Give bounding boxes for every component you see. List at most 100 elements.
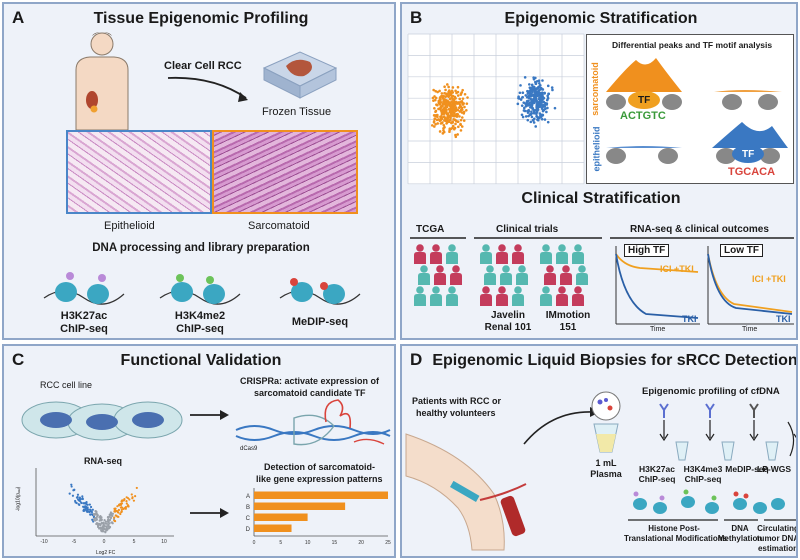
sarcomatoid-point bbox=[444, 103, 448, 107]
sarcomatoid-point bbox=[448, 115, 452, 118]
patients-line1: Patients with RCC or bbox=[412, 396, 502, 406]
sarcomatoid-point bbox=[459, 129, 463, 132]
sarcomatoid-point bbox=[434, 110, 437, 113]
volcano-point bbox=[117, 508, 121, 512]
epithelioid-point bbox=[538, 112, 542, 115]
bar-xtick: 10 bbox=[305, 540, 311, 546]
volcano-xtick: 0 bbox=[103, 539, 106, 545]
epithelioid-point bbox=[527, 96, 531, 100]
epithelioid-label: Epithelioid bbox=[104, 220, 155, 232]
sarcomatoid-point bbox=[452, 118, 456, 121]
epithelioid-point bbox=[546, 94, 549, 98]
epithelioid-point bbox=[551, 88, 554, 92]
step-h3k27ac-line1: H3K27ac bbox=[639, 464, 675, 474]
volcano-point bbox=[110, 521, 113, 524]
volcano-xlabel: Log2 FC bbox=[96, 550, 116, 556]
epithelioid-point bbox=[530, 89, 534, 93]
epithelioid-point bbox=[528, 94, 531, 98]
epithelioid-point bbox=[516, 102, 520, 106]
patient-person-icon bbox=[484, 265, 496, 285]
panel-c-title: Functional Validation bbox=[120, 352, 282, 369]
dcas9-label: dCas9 bbox=[240, 446, 258, 452]
sarcomatoid-point bbox=[442, 100, 445, 103]
epithelioid-point bbox=[537, 79, 541, 83]
epithelioid-point bbox=[539, 84, 542, 87]
epithelioid-point bbox=[529, 86, 533, 90]
bar-xtick: 0 bbox=[253, 540, 256, 546]
time-label-high: Time bbox=[650, 326, 666, 333]
h3k4me2-nucleosome-icon bbox=[159, 274, 241, 305]
volcano-point bbox=[108, 518, 112, 522]
sarcomatoid-point bbox=[454, 122, 457, 126]
sarcomatoid-point bbox=[465, 108, 468, 112]
sarcomatoid-point bbox=[461, 97, 465, 100]
panel-b-title: Epigenomic Stratification bbox=[504, 10, 698, 27]
epithelioid-axis-label: epithelioid bbox=[591, 126, 602, 172]
epithelioid-point bbox=[532, 119, 535, 122]
volcano-point bbox=[97, 525, 100, 529]
time-label-low: Time bbox=[742, 326, 758, 333]
volcano-point bbox=[104, 520, 107, 523]
volcano-point bbox=[103, 519, 106, 522]
volcano-xtick: 5 bbox=[133, 539, 136, 545]
epithelioid-point bbox=[532, 101, 536, 105]
volcano-point bbox=[107, 516, 110, 519]
patient-person-icon bbox=[480, 244, 492, 264]
histone-line2: Translational Modifications bbox=[624, 534, 728, 543]
sarcomatoid-point bbox=[457, 125, 460, 129]
sarcomatoid-point bbox=[433, 125, 436, 128]
cfdna-fragments-graphic bbox=[633, 489, 785, 514]
epithelioid-point bbox=[524, 102, 527, 105]
patient-person-icon bbox=[446, 244, 458, 264]
epithelioid-point bbox=[539, 91, 542, 95]
volcano-point bbox=[80, 501, 83, 504]
epithelioid-point bbox=[543, 92, 546, 95]
rnaseq-label: RNA-seq bbox=[84, 456, 123, 466]
patient-person-icon bbox=[560, 265, 572, 285]
epithelioid-point bbox=[545, 110, 548, 114]
sarcomatoid-point bbox=[465, 102, 469, 105]
epithelioid-point bbox=[540, 117, 544, 121]
arm-blood-draw-icon bbox=[405, 433, 527, 551]
rcc-cell-line-label: RCC cell line bbox=[40, 380, 93, 390]
patient-person-icon bbox=[556, 244, 568, 264]
epithelioid-point bbox=[524, 115, 528, 118]
epithelioid-point bbox=[546, 120, 550, 124]
sarcomatoid-point bbox=[439, 115, 442, 119]
bar-xtick: 25 bbox=[385, 540, 391, 546]
ici-tki-label-low: ICI +TKI bbox=[752, 274, 786, 284]
step-h3k4me3-line1: H3K4me3 bbox=[683, 464, 723, 474]
volcano-point bbox=[96, 513, 99, 516]
epithelioid-point bbox=[542, 100, 546, 104]
sarcomatoid-point bbox=[460, 91, 464, 94]
sarcomatoid-point bbox=[454, 109, 458, 113]
epithelioid-point bbox=[553, 106, 557, 110]
sarcomatoid-point bbox=[447, 85, 450, 89]
epithelioid-point bbox=[520, 113, 524, 117]
sarcomatoid-point bbox=[456, 108, 460, 112]
step-lpwgs-line1: LP-WGS bbox=[757, 464, 791, 474]
motif-analysis-title: Differential peaks and TF motif analysis bbox=[612, 40, 773, 50]
volcano-point bbox=[104, 530, 107, 533]
volcano-point bbox=[98, 515, 101, 518]
epithelioid-point bbox=[540, 87, 543, 91]
volcano-point bbox=[126, 497, 130, 500]
volcano-point bbox=[106, 524, 110, 527]
epithelioid-point bbox=[521, 115, 525, 119]
down-arrow-icon bbox=[749, 420, 759, 442]
sarcomatoid-point bbox=[432, 88, 435, 92]
patient-person-icon bbox=[480, 286, 492, 306]
volcano-point bbox=[102, 523, 105, 526]
epithelioid-point bbox=[535, 94, 539, 98]
epithelioid-point bbox=[537, 105, 540, 108]
sarcomatoid-point bbox=[459, 93, 463, 96]
javelin-label-2: Renal 101 bbox=[484, 322, 532, 333]
epithelioid-point bbox=[534, 125, 538, 128]
plasma-tube-icon bbox=[591, 391, 621, 453]
volcano-point bbox=[105, 526, 108, 529]
epithelioid-point bbox=[529, 113, 533, 116]
sarcomatoid-point bbox=[459, 123, 462, 127]
volcano-point bbox=[115, 514, 118, 517]
volcano-point bbox=[130, 493, 133, 496]
methylation-line2: Methylation bbox=[717, 534, 763, 543]
